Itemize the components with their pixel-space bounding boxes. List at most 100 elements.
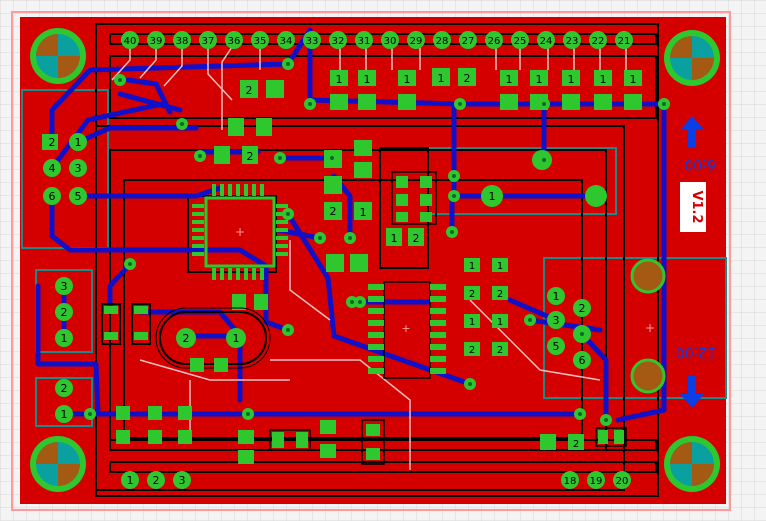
- via-hole: [118, 78, 122, 82]
- chip-center-mark: +: [235, 225, 245, 239]
- pad-label: 1: [233, 332, 240, 345]
- header-pad[interactable]: [433, 31, 451, 49]
- header-pad[interactable]: [615, 31, 633, 49]
- header-pin-label: 39: [150, 36, 163, 47]
- pad-label: 3: [75, 162, 82, 175]
- via-hole: [308, 102, 312, 106]
- header-pad[interactable]: [225, 31, 243, 49]
- mounting-hole-icon: [30, 28, 86, 84]
- header-pin-label: 38: [176, 36, 189, 47]
- pad-label: 1: [127, 474, 134, 487]
- header-pad[interactable]: [147, 31, 165, 49]
- header-pad[interactable]: [407, 31, 425, 49]
- vias: [84, 58, 670, 426]
- arrow-down-icon: [680, 376, 704, 408]
- pad-label: 2: [61, 382, 68, 395]
- header-pad[interactable]: [355, 31, 373, 49]
- pad-label: 3: [61, 280, 68, 293]
- via-hole: [662, 102, 666, 106]
- header-pad[interactable]: [173, 31, 191, 49]
- smd-bottom-row: 2: [116, 406, 627, 465]
- header-pin-label: 24: [540, 36, 553, 47]
- via-hole: [180, 122, 184, 126]
- crystal-oscillator: 2 1: [155, 307, 271, 372]
- smd-resistor-block: 12 12 12 12: [464, 258, 508, 356]
- pad-label: 2: [497, 345, 503, 356]
- header-pin-label: 32: [332, 36, 345, 47]
- header-pin-label: 23: [566, 36, 579, 47]
- via-hole: [318, 236, 322, 240]
- via-hole: [330, 156, 334, 160]
- left-3pin-header: 3 2 1: [55, 277, 73, 347]
- pad-label: 1: [61, 332, 68, 345]
- via-hole: [450, 230, 454, 234]
- smd-capacitors: [101, 303, 151, 345]
- header-pad[interactable]: [121, 31, 139, 49]
- header-pin-label: 29: [410, 36, 423, 47]
- via-hole: [468, 382, 472, 386]
- pad-label: 2: [246, 84, 253, 97]
- via-hole: [128, 262, 132, 266]
- pad-label: 1: [438, 72, 445, 85]
- via-hole: [358, 300, 362, 304]
- header-pin-label: 27: [462, 36, 475, 47]
- header-pad[interactable]: [459, 31, 477, 49]
- pad-label: 2: [330, 205, 337, 218]
- pad-label: 3: [553, 314, 560, 327]
- pad-label: 2: [413, 232, 420, 245]
- version-label-bg: [680, 182, 706, 232]
- header-pad[interactable]: [329, 31, 347, 49]
- via-hole: [452, 174, 456, 178]
- pad-label: 2: [49, 136, 56, 149]
- header-pad[interactable]: [511, 31, 529, 49]
- arrow-up-icon: [680, 116, 704, 148]
- pad-label: 2: [61, 306, 68, 319]
- keepout-outline: [11, 11, 731, 511]
- header-pad[interactable]: [199, 31, 217, 49]
- pad-label: 1: [364, 73, 371, 86]
- via-hole: [458, 102, 462, 106]
- header-pad[interactable]: [303, 31, 321, 49]
- bottom-right-header: 18 19 20: [561, 471, 631, 489]
- header-pad[interactable]: [381, 31, 399, 49]
- pad-label: 1: [600, 73, 607, 86]
- pad-label: 2: [183, 332, 190, 345]
- pad-label: 3: [179, 474, 186, 487]
- header-pin-label: 21: [618, 36, 631, 47]
- mcu-chip: +: [192, 184, 288, 280]
- pad-label: 2: [247, 150, 254, 163]
- header-pad[interactable]: [563, 31, 581, 49]
- time-label: 12:00: [676, 344, 716, 360]
- via-hole: [350, 300, 354, 304]
- vcc-label: 6:00: [684, 156, 715, 172]
- via-hole: [88, 412, 92, 416]
- thin-tracks: [111, 43, 627, 470]
- pad-label: 5: [75, 190, 82, 203]
- header-pad[interactable]: [537, 31, 555, 49]
- header-pad[interactable]: [589, 31, 607, 49]
- pad-label: 2: [497, 289, 503, 300]
- via-hole: [580, 332, 584, 336]
- pad-label: 1: [630, 73, 637, 86]
- pad-label: 2: [579, 302, 586, 315]
- chip-center-mark: +: [401, 322, 410, 335]
- header-pad[interactable]: [251, 31, 269, 49]
- pad-label: 1: [360, 206, 367, 219]
- pad-label: 6: [49, 190, 56, 203]
- header-pin-label: 30: [384, 36, 397, 47]
- header-pad[interactable]: [277, 31, 295, 49]
- header-pad[interactable]: [485, 31, 503, 49]
- pad-label: 2: [153, 474, 160, 487]
- header-pin-label: 40: [124, 36, 137, 47]
- pad-label: 18: [564, 476, 577, 487]
- version-label: V1.2: [689, 190, 704, 223]
- pad-label: 19: [590, 476, 603, 487]
- via-hole: [542, 102, 546, 106]
- header-pin-label: 35: [254, 36, 267, 47]
- pad-label: 1: [469, 317, 475, 328]
- mounting-hole-icon: [664, 436, 720, 492]
- header-pin-label: 25: [514, 36, 527, 47]
